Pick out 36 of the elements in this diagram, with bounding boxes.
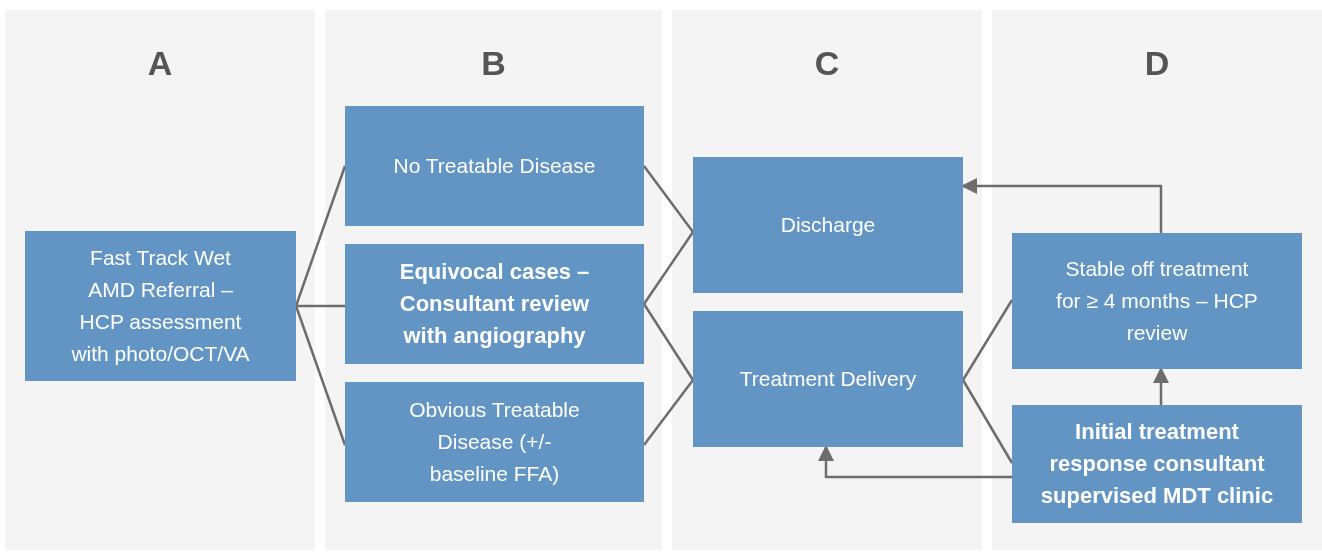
connector-line xyxy=(294,305,347,446)
column-panel xyxy=(5,10,315,550)
connector-line xyxy=(294,165,347,307)
process-box xyxy=(693,311,963,447)
process-box xyxy=(1012,233,1302,369)
column-panel xyxy=(672,10,982,550)
box-text: Discharge xyxy=(780,212,876,238)
connector-line xyxy=(961,379,1014,464)
connector-line xyxy=(961,299,1014,381)
column-heading: C xyxy=(813,46,841,80)
box-text: Fast Track Wet AMD Referral – HCP assessment with photo/OCT/VA xyxy=(70,245,251,367)
column-heading: D xyxy=(1143,46,1171,80)
box-text: Treatment Delivery xyxy=(739,366,917,392)
box-text: Equivocal cases – Consultant review with angiography xyxy=(398,258,591,350)
column-heading: A xyxy=(146,46,174,80)
arrow xyxy=(961,178,1163,233)
column-panel xyxy=(992,10,1322,550)
box-text: Stable off treatment for ≥ 4 months – HCP review xyxy=(1055,256,1259,346)
arrow xyxy=(818,445,1012,479)
connector-line xyxy=(643,379,694,446)
column-panel xyxy=(325,10,662,550)
process-box xyxy=(1012,405,1302,523)
process-box xyxy=(345,382,644,502)
process-box xyxy=(345,244,644,364)
process-box xyxy=(25,231,296,381)
connector-line xyxy=(296,304,345,308)
arrow xyxy=(1153,367,1169,405)
process-box xyxy=(345,106,644,226)
connector-line xyxy=(643,165,694,233)
box-text: No Treatable Disease xyxy=(393,153,596,179)
connector-line xyxy=(642,231,695,305)
column-heading: B xyxy=(480,46,507,80)
connector-line xyxy=(642,303,695,381)
box-text: Obvious Treatable Disease (+/- baseline FFA) xyxy=(408,397,581,487)
process-box xyxy=(693,157,963,293)
box-text: Initial treatment response consultant supervised MDT clinic xyxy=(1039,418,1275,510)
